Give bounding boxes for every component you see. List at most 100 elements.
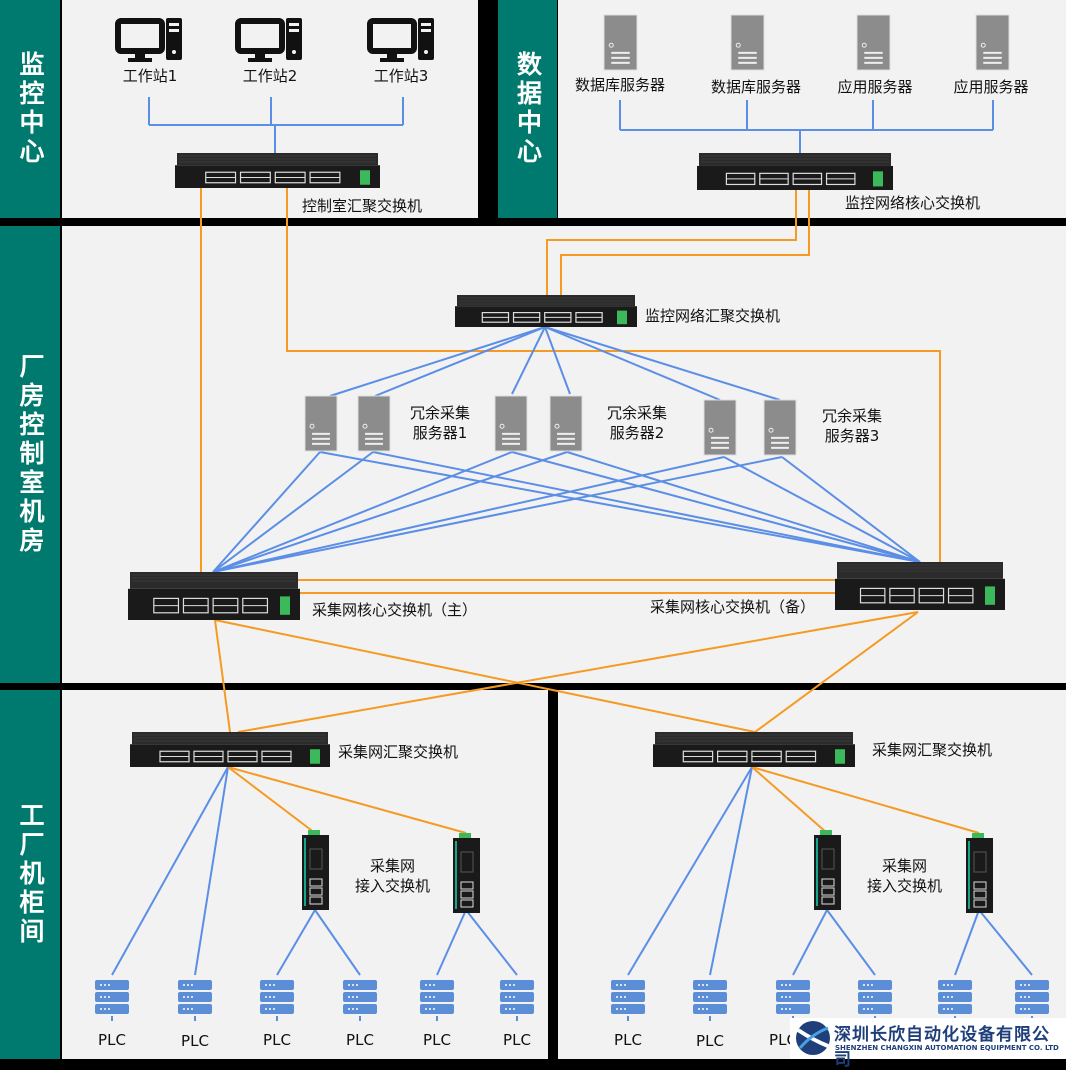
company-name-en: SHENZHEN CHANGXIN AUTOMATION EQUIPMENT C…	[835, 1044, 1059, 1052]
access-switch	[302, 830, 329, 910]
copper-link	[792, 909, 828, 976]
server-icon	[730, 14, 765, 71]
plc-icon	[420, 980, 454, 1021]
copper-link	[544, 326, 781, 401]
plc-icon	[693, 980, 727, 1021]
copper-link	[212, 451, 374, 573]
section-label: 工厂机柜间	[16, 802, 45, 947]
redundant-server-label: 冗余采集服务器3	[812, 406, 892, 446]
copper-link	[465, 909, 518, 976]
access-switch	[453, 833, 480, 913]
server-icon	[703, 399, 737, 456]
copper-link	[276, 909, 316, 976]
dc-core-switch	[697, 153, 893, 190]
redundant-server-label: 冗余采集服务器1	[400, 403, 480, 443]
workstation-icon	[367, 18, 434, 62]
right-agg-switch-label: 采集网汇聚交换机	[872, 741, 993, 759]
copper-link	[511, 326, 546, 395]
copper-link	[212, 451, 568, 573]
copper-link	[709, 766, 753, 976]
server-label: 应用服务器	[837, 78, 913, 96]
server-icon	[494, 395, 528, 452]
right-agg-switch	[653, 732, 855, 767]
section-monitor-center: 监控中心	[0, 0, 60, 218]
server-label: 数据库服务器	[710, 78, 801, 96]
plc-icon	[1015, 980, 1049, 1021]
fiber-link	[227, 766, 316, 834]
access-switch	[966, 833, 993, 913]
fiber-link	[751, 766, 828, 834]
copper-link	[374, 326, 546, 397]
copper-link	[111, 766, 229, 976]
label-line: 采集网	[369, 857, 415, 875]
server-icon	[603, 14, 638, 71]
redundant-server-label: 冗余采集服务器2	[597, 403, 677, 443]
copper-link	[212, 451, 513, 573]
label-line: 服务器3	[824, 427, 880, 445]
copper-link	[954, 909, 980, 976]
plc-icon	[500, 980, 534, 1021]
plc-icon	[260, 980, 294, 1021]
copper-link	[319, 451, 921, 563]
workstation-icon	[115, 18, 182, 62]
label-line: 服务器1	[412, 424, 468, 442]
access-switch	[814, 830, 841, 910]
monitor-agg-switch-label: 监控网络汇聚交换机	[645, 307, 781, 325]
plc-icon	[938, 980, 972, 1021]
core-switch-main	[128, 572, 300, 620]
server-icon	[763, 399, 797, 456]
copper-link	[544, 326, 571, 395]
dc-core-switch-label: 监控网络核心交换机	[845, 194, 981, 212]
workstation-label: 工作站3	[373, 67, 429, 85]
left-access-switch-label: 采集网接入交换机	[345, 856, 440, 896]
copper-link	[723, 456, 921, 563]
section-label: 监控中心	[16, 51, 45, 167]
plc-icon	[611, 980, 645, 1021]
copper-link	[194, 766, 229, 976]
control-room-switch-label: 控制室汇聚交换机	[302, 197, 423, 215]
right-access-switch-label: 采集网接入交换机	[857, 856, 952, 896]
plc-label: PLC	[769, 1031, 797, 1049]
label-line: 接入交换机	[866, 877, 942, 895]
copper-link	[826, 909, 876, 976]
server-label: 数据库服务器	[574, 76, 665, 94]
copper-link	[978, 909, 1033, 976]
section-data-center: 数据中心	[498, 0, 557, 218]
core-switch-backup	[835, 562, 1005, 610]
fiber-link	[286, 188, 941, 565]
control-room-agg-switch	[175, 153, 380, 188]
fiber-link	[237, 611, 919, 733]
section-plant-cabinet: 工厂机柜间	[0, 690, 60, 1059]
section-plant-control-room: 厂房控制室机房	[0, 226, 60, 683]
company-logo-icon	[796, 1021, 830, 1055]
label-line: 接入交换机	[354, 877, 430, 895]
label-line: 服务器2	[609, 424, 665, 442]
server-icon	[856, 14, 891, 71]
section-label: 厂房控制室机房	[16, 353, 45, 556]
fiber-link	[214, 619, 756, 733]
plc-label: PLC	[503, 1031, 531, 1049]
plc-label: PLC	[346, 1031, 374, 1049]
workstation-icon	[235, 18, 302, 62]
fiber-link	[214, 619, 231, 733]
fiber-link	[546, 190, 797, 296]
plc-label: PLC	[263, 1031, 291, 1049]
server-icon	[304, 395, 338, 452]
monitor-agg-switch	[455, 295, 637, 327]
plc-icon	[178, 980, 212, 1021]
plc-icon	[343, 980, 377, 1021]
server-label: 应用服务器	[953, 78, 1029, 96]
plc-icon	[95, 980, 129, 1021]
left-agg-switch	[130, 732, 330, 767]
label-line: 采集网	[881, 857, 927, 875]
copper-link	[212, 451, 321, 573]
plc-label: PLC	[614, 1031, 642, 1049]
copper-link	[781, 456, 921, 563]
plc-label: PLC	[181, 1032, 209, 1050]
plc-icon	[858, 980, 892, 1021]
plc-label: PLC	[696, 1032, 724, 1050]
server-icon	[975, 14, 1010, 71]
server-icon	[357, 395, 391, 452]
copper-link	[511, 451, 921, 563]
